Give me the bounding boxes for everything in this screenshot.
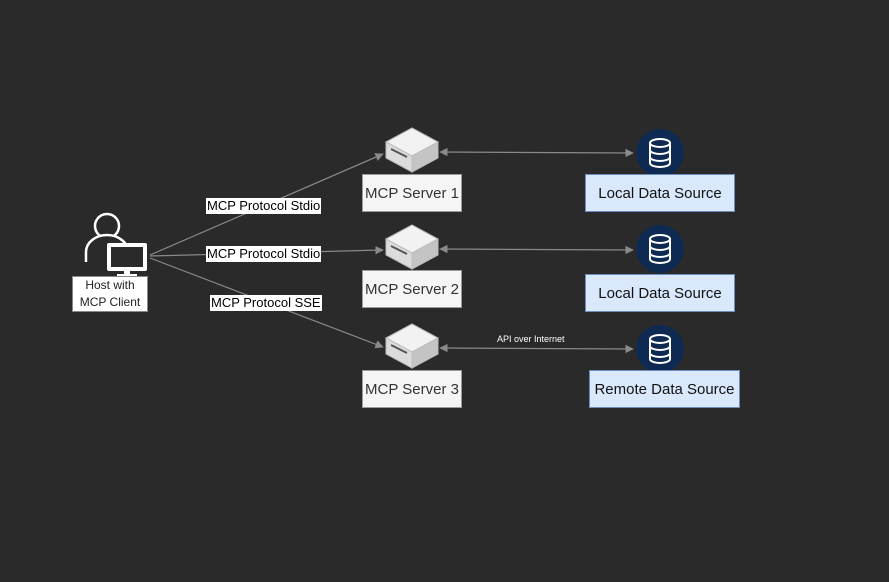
database-icon bbox=[635, 324, 685, 374]
edge-label-server1: MCP Protocol Stdio bbox=[206, 198, 322, 214]
host-computer-user-icon bbox=[84, 212, 147, 277]
edge-label-remote: API over Internet bbox=[497, 334, 565, 344]
server-label-1[interactable]: MCP Server 1 bbox=[362, 174, 462, 212]
database-icon bbox=[635, 128, 685, 178]
database-icon bbox=[635, 224, 685, 274]
server-icon bbox=[385, 127, 439, 173]
server-icon bbox=[385, 323, 439, 369]
server-label-2[interactable]: MCP Server 2 bbox=[362, 270, 462, 308]
edge-label-server2: MCP Protocol Stdio bbox=[206, 246, 322, 262]
connector-server1-source1 bbox=[439, 147, 634, 158]
data-source-label-3[interactable]: Remote Data Source bbox=[589, 370, 740, 408]
server-icon bbox=[385, 224, 439, 270]
edge-label-server3: MCP Protocol SSE bbox=[210, 295, 322, 311]
server-label-3[interactable]: MCP Server 3 bbox=[362, 370, 462, 408]
connector-server3-source3 bbox=[439, 343, 634, 354]
connector-server2-source2 bbox=[439, 244, 634, 255]
data-source-label-2[interactable]: Local Data Source bbox=[585, 274, 735, 312]
host-label[interactable]: Host with MCP Client bbox=[72, 276, 148, 312]
data-source-label-1[interactable]: Local Data Source bbox=[585, 174, 735, 212]
